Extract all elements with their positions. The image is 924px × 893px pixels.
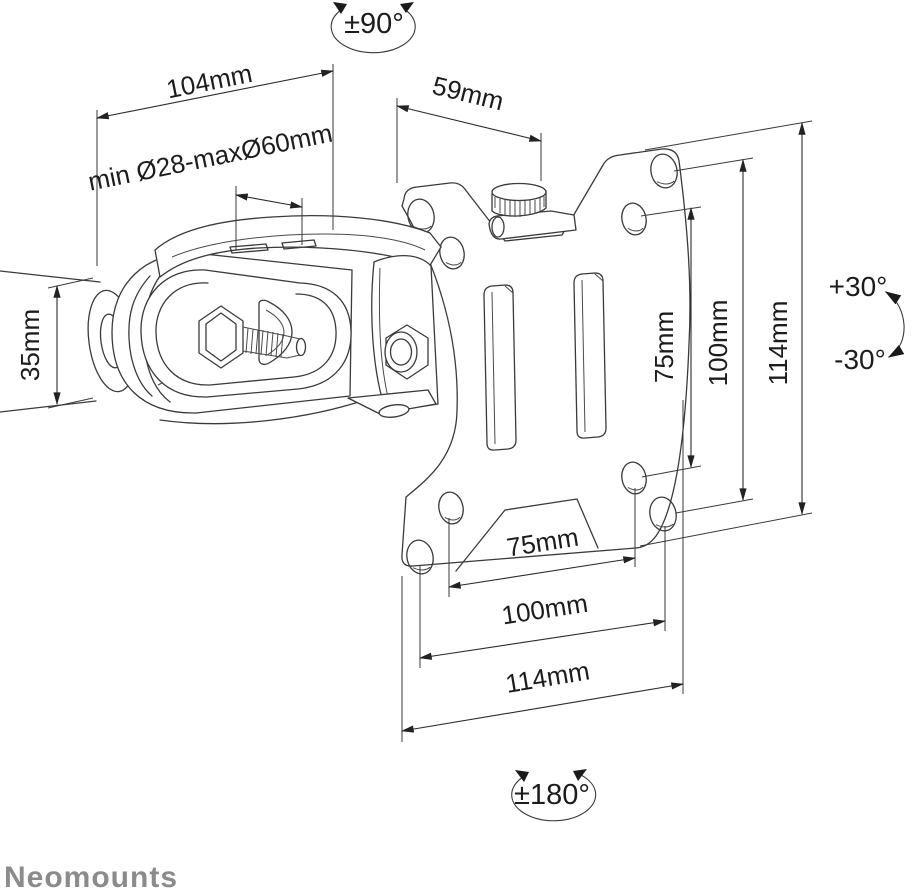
thumbscrew: [491, 182, 547, 217]
vesa-horizontal-100-label: 100mm: [500, 588, 590, 631]
plate-width-114-label: 114mm: [503, 655, 592, 699]
rotation-bottom-label: ±180°: [514, 779, 590, 811]
thumbscrew-bracket: [488, 210, 577, 240]
plate-height-114-label: 114mm: [763, 301, 793, 386]
brand-logo: Neomounts: [4, 861, 178, 893]
rotation-range-top: ±90°: [330, 2, 416, 54]
vesa-vertical-100-label: 100mm: [703, 300, 733, 387]
d-shaped-cutout: [258, 299, 293, 366]
tilt-range: +30° -30°: [829, 271, 905, 375]
vesa-plate: [401, 148, 691, 575]
tilt-joint-bolt: [384, 324, 429, 380]
depth-label: 59mm: [429, 70, 506, 116]
clamp-bottom-bracket: [347, 389, 437, 418]
rotate-right-arrow-icon: [400, 2, 414, 13]
tilt-up-label: +30°: [829, 271, 888, 302]
width-top-label: 104mm: [164, 58, 255, 104]
clamp-height-label: 35mm: [15, 309, 45, 381]
tilt-down-label: -30°: [834, 344, 886, 375]
vesa100-hole-bottom-left: [406, 539, 434, 575]
vesa75-hole-top-left: [439, 236, 465, 270]
vesa75-hole-bottom-right: [621, 461, 647, 495]
dimension-clamp-height: 35mm: [15, 277, 94, 409]
dimension-vesa-vertical-100: 100mm: [673, 157, 754, 514]
plate-bottom-notch: [455, 498, 599, 572]
knurl-lines: [494, 196, 545, 217]
dimension-vesa-vertical-75: 75mm: [640, 206, 702, 478]
rotate-left-arrow-icon: [333, 2, 347, 14]
rotate-left-arrow-icon: [515, 770, 529, 782]
rotate-right-arrow-icon: [573, 769, 587, 781]
rotation-top-label: ±90°: [344, 8, 404, 40]
clamp-top-arm: [154, 215, 442, 278]
pole-clamp: [111, 215, 442, 425]
vesa75-hole-bottom-left: [438, 491, 464, 525]
vesa100-hole-bottom-right: [649, 496, 677, 532]
vesa-slot-left: [483, 284, 517, 451]
clamp-bolt: [198, 305, 307, 369]
pole-range-label: min Ø28-maxØ60mm: [85, 118, 334, 197]
dimension-plate-height-114: 114mm: [639, 120, 813, 547]
vesa75-hole-top-right: [621, 202, 647, 236]
vesa100-hole-top-right: [650, 153, 678, 189]
vesa-slot-right: [573, 272, 607, 439]
rotation-range-bottom: ±180°: [511, 769, 597, 822]
vesa-vertical-75-label: 75mm: [649, 311, 679, 383]
dimension-depth: 59mm: [395, 70, 543, 183]
